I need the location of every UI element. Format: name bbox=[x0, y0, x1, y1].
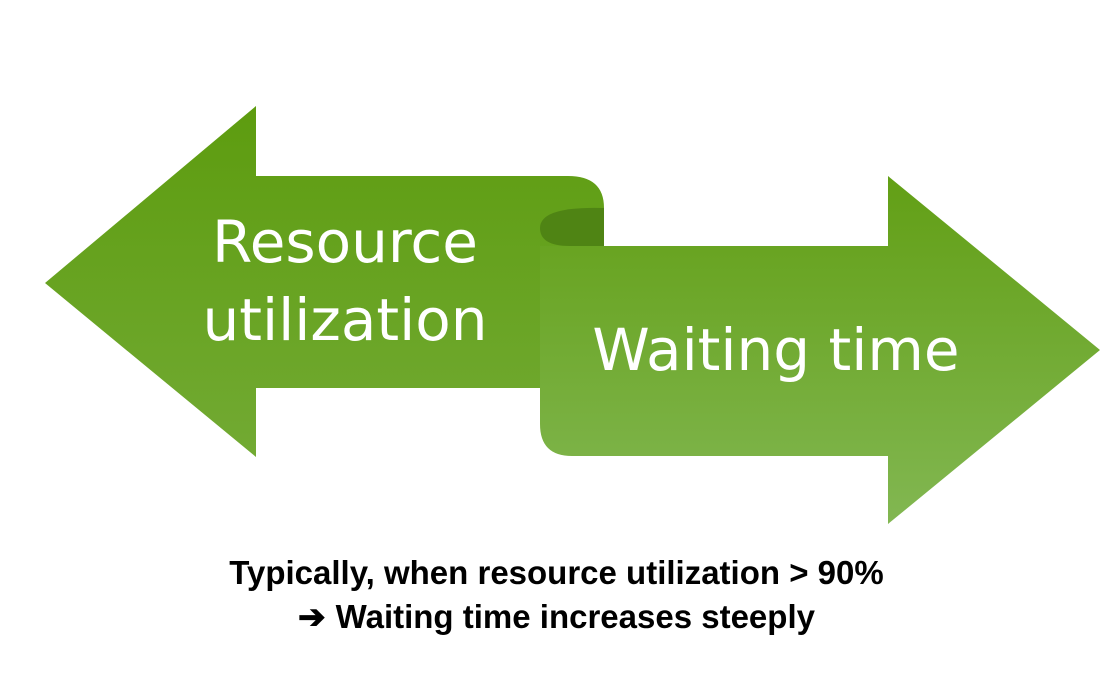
caption-line-2-text: Waiting time increases steeply bbox=[335, 598, 815, 635]
resource-utilization-label-line2: utilization bbox=[203, 286, 488, 354]
waiting-time-label: Waiting time bbox=[592, 316, 959, 384]
caption-line-1: Typically, when resource utilization > 9… bbox=[229, 554, 884, 591]
caption-line-2: ➔Waiting time increases steeply bbox=[0, 597, 1113, 637]
right-arrow-icon: ➔ bbox=[298, 598, 326, 635]
ribbon-fold bbox=[540, 207, 604, 246]
resource-utilization-label-line1: Resource bbox=[212, 208, 478, 276]
waiting-time-arrow bbox=[540, 176, 1100, 524]
resource-utilization-arrow bbox=[45, 106, 604, 457]
